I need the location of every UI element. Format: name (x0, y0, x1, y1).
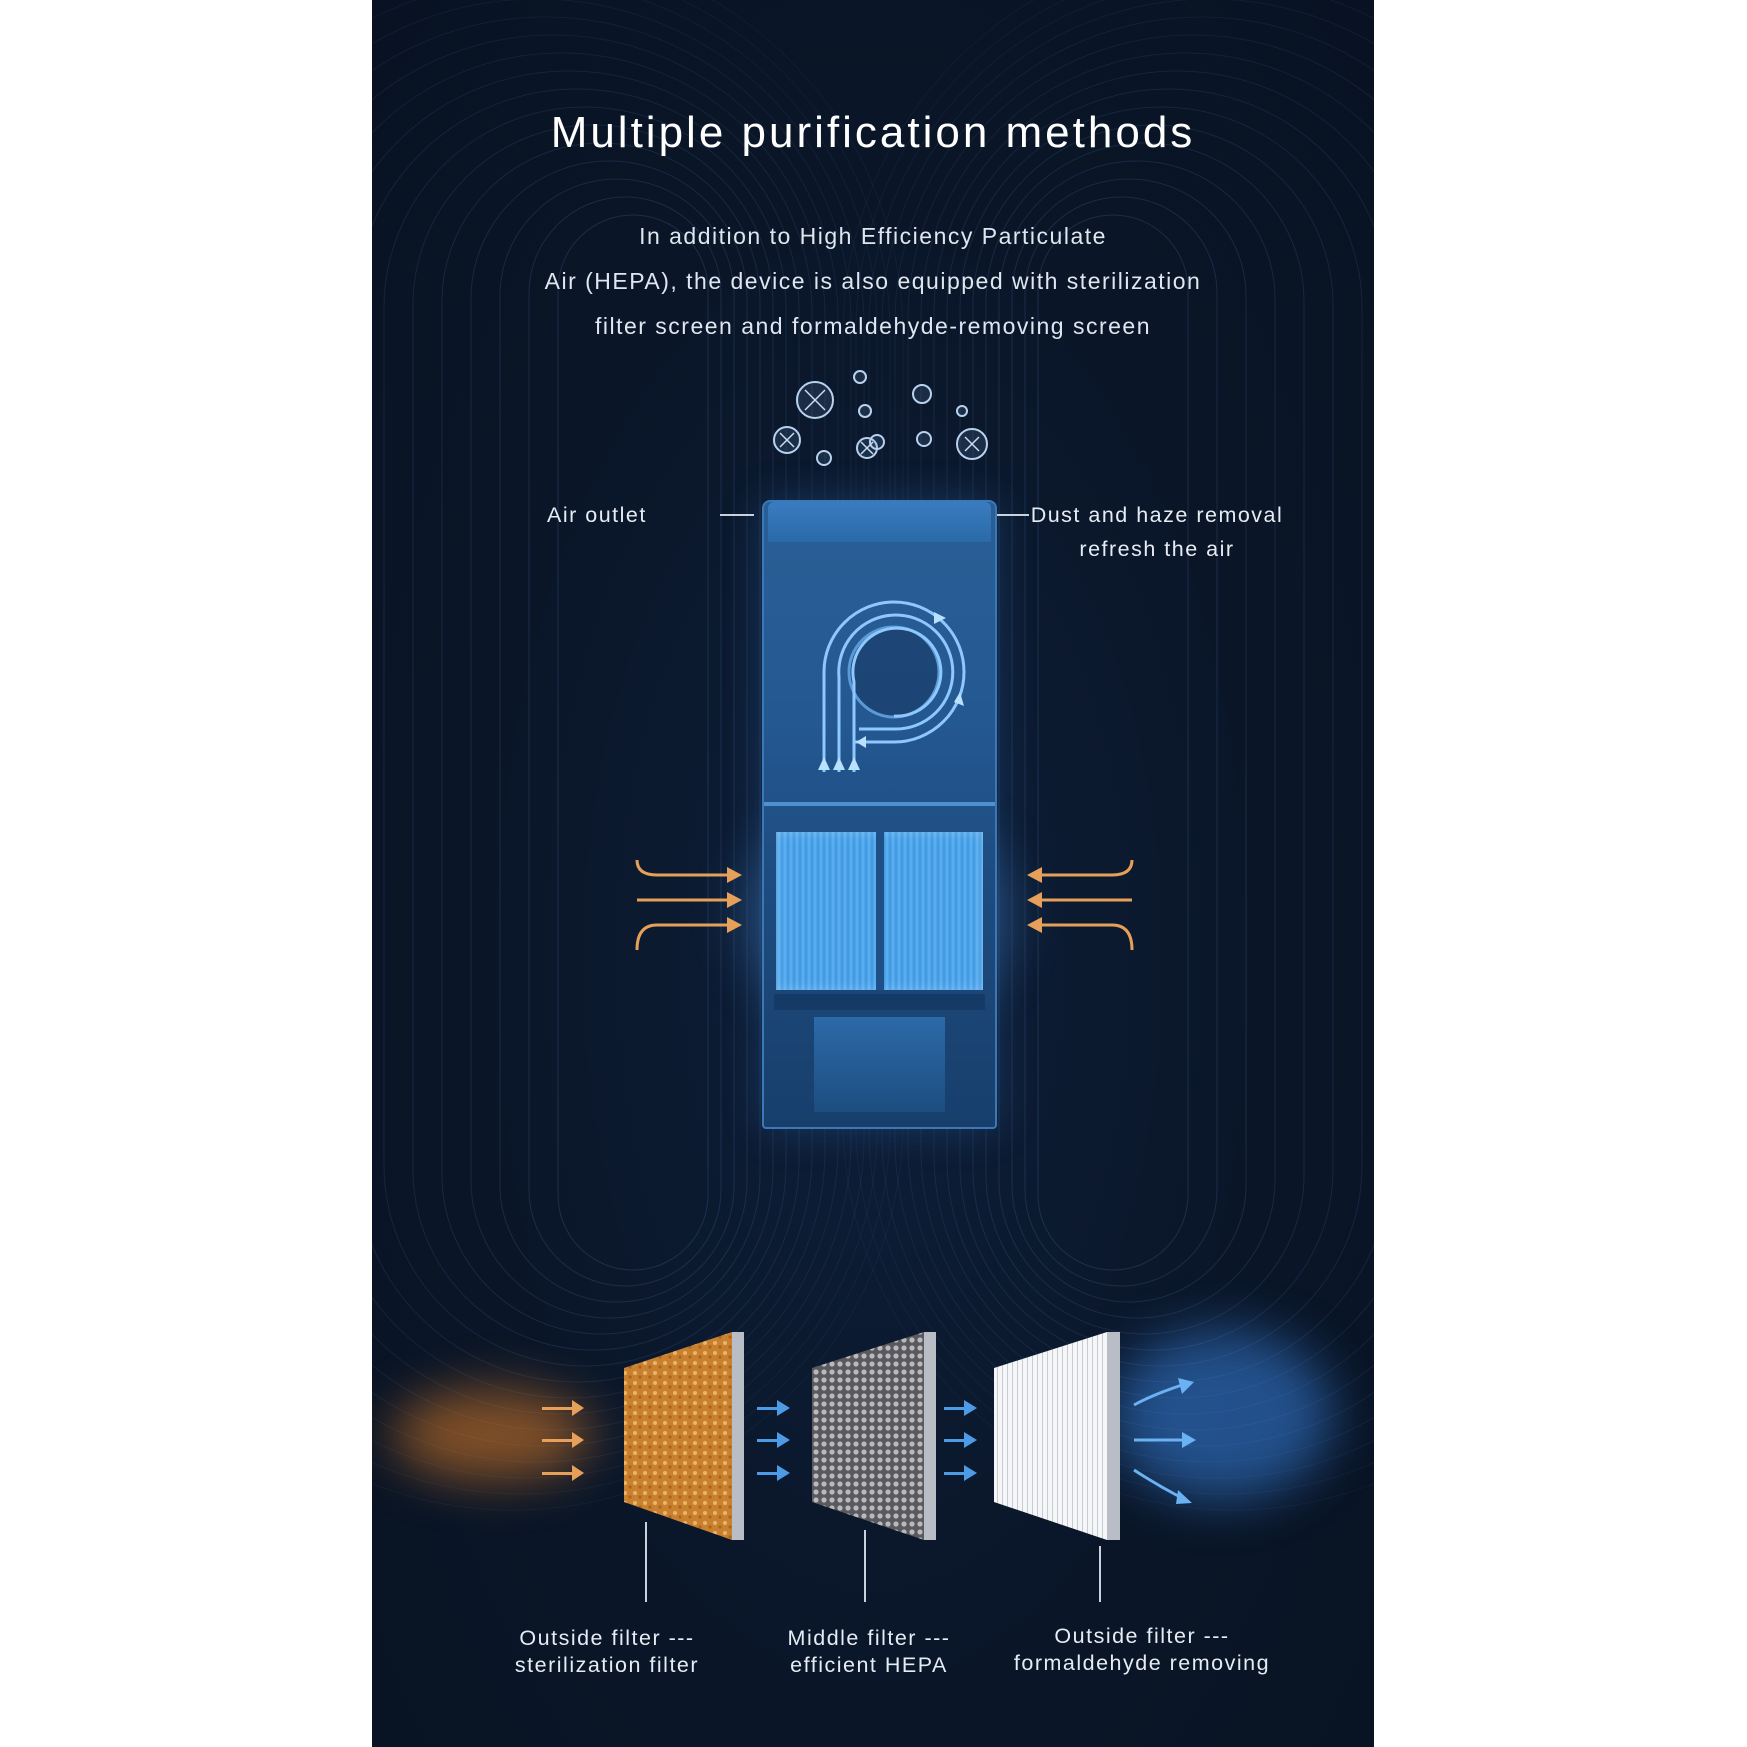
bubble-icon (869, 434, 885, 450)
description-line-3: filter screen and formaldehyde-removing … (594, 313, 1152, 339)
clean-air-glow (1112, 1330, 1332, 1500)
right-intake-arrows-icon (1027, 859, 1134, 951)
bubble-icon (912, 384, 932, 404)
filter-1-label-line-1: Outside filter --- (519, 1626, 695, 1650)
contour-line (959, 106, 1363, 1367)
bubble-icon (956, 405, 968, 417)
filter-3-leader-line (1099, 1546, 1101, 1602)
filter-divider (764, 802, 995, 806)
sterilization-filter-icon (624, 1332, 744, 1540)
left-intake-arrows-icon (635, 859, 742, 951)
infographic-panel: Multiple purification methods In additio… (372, 0, 1374, 1747)
air-outlet-label: Air outlet (547, 503, 647, 527)
filter-1-label-line-2: sterilization filter (514, 1653, 700, 1677)
filter-2-label-line-2: efficient HEPA (790, 1653, 948, 1677)
page-title: Multiple purification methods (550, 108, 1196, 157)
contour-line (998, 160, 1276, 1319)
bubble-icon (858, 404, 872, 418)
dust-removal-label-line-1: Dust and haze removal (1030, 503, 1284, 527)
contour-line (557, 214, 709, 1271)
description-line-2: Air (HEPA), the device is also equipped … (544, 268, 1202, 294)
contour-line (499, 178, 735, 1303)
dust-removal-leader-line (997, 514, 1029, 516)
contour-line (470, 160, 748, 1319)
device-base-band (774, 994, 985, 1010)
filter-1-leader-line (645, 1522, 647, 1602)
air-outlet-vent (768, 502, 991, 542)
bubble-icon (853, 370, 867, 384)
dirty-air-glow (392, 1390, 592, 1480)
bubble-icon (916, 431, 932, 447)
contour-line (441, 142, 761, 1335)
formaldehyde-filter-icon (994, 1332, 1120, 1540)
air-purifier-device (762, 500, 997, 1129)
contour-line (528, 196, 722, 1287)
filter-3-label-line-2: formaldehyde removing (1013, 1651, 1271, 1675)
filter-2-label-line-1: Middle filter --- (787, 1626, 951, 1650)
contour-line (1024, 196, 1218, 1287)
device-bottom-chamber (814, 1017, 945, 1112)
contour-line (972, 124, 1334, 1351)
bubble-icon (816, 450, 832, 466)
filter-2-leader-line (864, 1530, 866, 1602)
hepa-filter-icon (812, 1332, 936, 1540)
contour-line (412, 124, 774, 1351)
description-line-1: In addition to High Efficiency Particula… (639, 223, 1107, 249)
contour-line (1037, 214, 1189, 1271)
hepa-center-divider (876, 832, 884, 990)
contour-line (383, 106, 787, 1367)
filter-3-label-line-1: Outside filter --- (1054, 1624, 1230, 1648)
fan-swirl-icon (818, 600, 966, 772)
contour-line (372, 52, 826, 1415)
clean-air-bubbles (773, 370, 988, 466)
air-outlet-leader-line (720, 514, 754, 516)
filter-layers-diagram (542, 1332, 1196, 1540)
dust-removal-label-line-2: refresh the air (1079, 537, 1235, 561)
contour-line (1011, 178, 1247, 1303)
